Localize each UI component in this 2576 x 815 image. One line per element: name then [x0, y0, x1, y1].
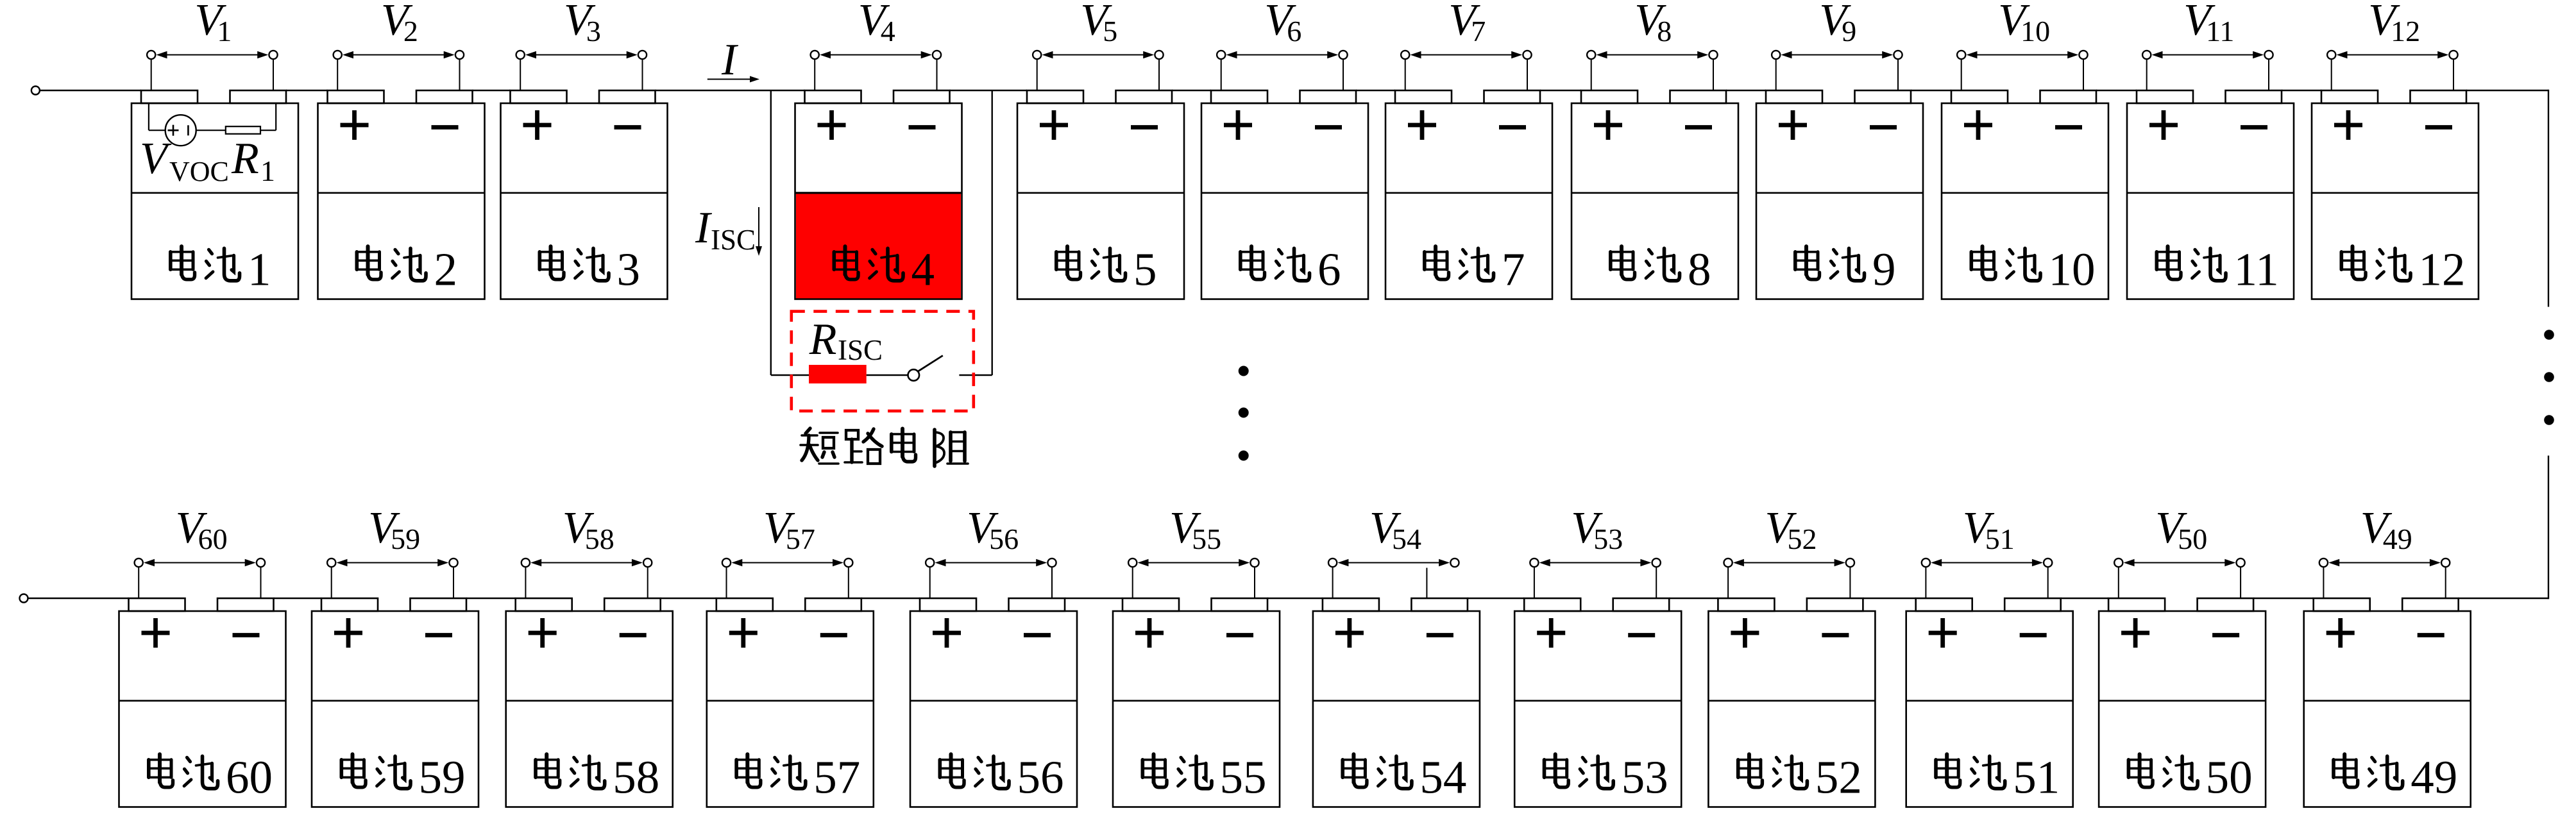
svg-text:6: 6: [1318, 243, 1341, 295]
svg-text:I: I: [721, 35, 739, 85]
svg-text:V: V: [1634, 0, 1666, 45]
svg-text:11: 11: [2206, 15, 2234, 47]
svg-text:3: 3: [617, 243, 641, 295]
svg-text:8: 8: [1657, 15, 1672, 47]
svg-text:51: 51: [2013, 751, 2060, 803]
svg-text:49: 49: [2411, 751, 2457, 803]
svg-text:V: V: [194, 0, 226, 45]
svg-text:V: V: [176, 503, 208, 553]
svg-text:R: R: [231, 134, 259, 183]
svg-text:55: 55: [1192, 523, 1221, 555]
svg-text:5: 5: [1103, 15, 1117, 47]
svg-text:V: V: [1080, 0, 1112, 45]
svg-text:50: 50: [2206, 751, 2253, 803]
svg-text:4: 4: [881, 15, 895, 47]
svg-text:V: V: [967, 503, 999, 553]
svg-text:3: 3: [586, 15, 601, 47]
svg-text:V: V: [1369, 503, 1402, 553]
svg-text:8: 8: [1688, 243, 1711, 295]
svg-text:5: 5: [1133, 243, 1157, 295]
svg-text:4: 4: [911, 243, 935, 295]
svg-text:12: 12: [2391, 15, 2420, 47]
svg-text:9: 9: [1872, 243, 1896, 295]
svg-text:58: 58: [585, 523, 614, 555]
svg-text:VOC: VOC: [169, 156, 229, 187]
svg-text:56: 56: [989, 523, 1019, 555]
svg-text:50: 50: [2178, 523, 2207, 555]
svg-text:V: V: [1571, 503, 1603, 553]
svg-text:49: 49: [2383, 523, 2412, 555]
svg-text:53: 53: [1593, 523, 1623, 555]
svg-text:V: V: [1963, 503, 1995, 553]
svg-text:53: 53: [1622, 751, 1668, 803]
svg-text:59: 59: [419, 751, 466, 803]
svg-text:51: 51: [1985, 523, 2015, 555]
svg-text:I: I: [695, 203, 713, 253]
svg-text:V: V: [763, 503, 795, 553]
svg-text:1: 1: [217, 15, 232, 47]
svg-text:V: V: [858, 0, 890, 45]
svg-text:V: V: [2155, 503, 2187, 553]
svg-text:V: V: [1819, 0, 1851, 45]
svg-text:V: V: [1765, 503, 1797, 553]
svg-text:54: 54: [1392, 523, 1421, 555]
svg-text:2: 2: [434, 243, 458, 295]
svg-text:2: 2: [403, 15, 418, 47]
svg-text:59: 59: [391, 523, 420, 555]
svg-text:V: V: [1998, 0, 2030, 45]
svg-text:60: 60: [198, 523, 228, 555]
svg-text:60: 60: [226, 751, 273, 803]
svg-text:V: V: [381, 0, 413, 45]
svg-text:58: 58: [613, 751, 659, 803]
svg-text:V: V: [2360, 503, 2393, 553]
svg-text:6: 6: [1287, 15, 1301, 47]
svg-text:V: V: [368, 503, 400, 553]
svg-text:55: 55: [1220, 751, 1267, 803]
svg-text:56: 56: [1017, 751, 1064, 803]
svg-text:11: 11: [2234, 243, 2279, 295]
svg-text:57: 57: [786, 523, 815, 555]
svg-text:52: 52: [1788, 523, 1817, 555]
svg-text:9: 9: [1842, 15, 1856, 47]
svg-text:V: V: [2183, 0, 2216, 45]
svg-text:7: 7: [1471, 15, 1486, 47]
svg-text:V: V: [140, 134, 172, 183]
svg-text:V: V: [1264, 0, 1296, 45]
svg-text:V: V: [2368, 0, 2400, 45]
svg-text:ISC: ISC: [838, 334, 883, 366]
svg-text:10: 10: [2021, 15, 2050, 47]
svg-text:V: V: [1448, 0, 1480, 45]
svg-text:1: 1: [248, 243, 271, 295]
svg-text:57: 57: [813, 751, 860, 803]
svg-text:V: V: [563, 503, 595, 553]
svg-text:V: V: [564, 0, 596, 45]
svg-text:54: 54: [1419, 751, 1466, 803]
svg-text:V: V: [1169, 503, 1201, 553]
svg-text:52: 52: [1815, 751, 1862, 803]
svg-text:ISC: ISC: [711, 224, 756, 256]
svg-text:10: 10: [2049, 243, 2096, 295]
svg-text:7: 7: [1502, 243, 1525, 295]
svg-text:R: R: [809, 315, 837, 364]
svg-text:1: 1: [260, 155, 275, 187]
svg-text:12: 12: [2419, 243, 2466, 295]
